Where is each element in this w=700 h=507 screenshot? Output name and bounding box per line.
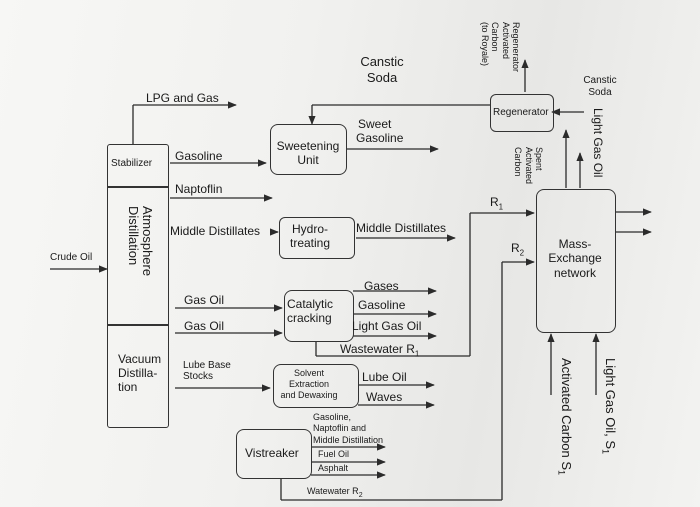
lube-oil-label: Lube Oil bbox=[362, 370, 407, 384]
light-gas-oil-s1-label: Light Gas Oil, S1 bbox=[600, 358, 618, 455]
caustic-soda-right-label: Canstic Soda bbox=[578, 75, 622, 98]
ac-s1-text: Activated Carbon S bbox=[559, 358, 574, 471]
solvent-line-2: Extraction bbox=[288, 378, 330, 389]
ww-r2-sub: 2 bbox=[358, 491, 363, 499]
vis-line-1: Gasoline, bbox=[313, 412, 352, 422]
lgo-s1-text: Light Gas Oil, S bbox=[603, 358, 618, 450]
vacuum-line-3: tion bbox=[118, 379, 138, 394]
cc-line-2: cracking bbox=[287, 310, 332, 325]
wastewater-r2-label: Watewater R2 bbox=[307, 486, 363, 499]
sweetening-unit-box bbox=[270, 124, 347, 175]
sweetening-unit-label: Sweetening Unit bbox=[272, 139, 344, 168]
regen-carbon-line-4: (to Royale) bbox=[479, 22, 490, 67]
regenerated-carbon-label: Regenerator Activated Carbon (to Royale) bbox=[480, 22, 521, 72]
catalytic-cracking-box bbox=[284, 290, 354, 342]
vis-line-3: Middle Distillation bbox=[313, 434, 384, 445]
fuel-oil-label: Fuel Oil bbox=[318, 449, 350, 459]
visbreaker-box bbox=[236, 429, 312, 479]
ww-r2-text: Watewater R bbox=[307, 486, 359, 496]
r2-label: R2 bbox=[511, 242, 524, 258]
activated-carbon-s1-label: Activated Carbon S1 bbox=[556, 358, 574, 476]
regen-carbon-line-1: Regenerator bbox=[511, 22, 521, 73]
caustic-top-line-1: Canstic bbox=[360, 54, 404, 69]
men-line-2: Exchange bbox=[548, 251, 602, 266]
caustic-top-line-2: Soda bbox=[366, 69, 398, 85]
light-gas-oil-cc-label: Light Gas Oil bbox=[352, 319, 422, 333]
naptoflin-label: Naptoflin bbox=[175, 182, 223, 196]
vacuum-distillation-label: Vacuum Distilla- tion bbox=[118, 352, 162, 394]
visbreaker-label: Vistreaker bbox=[245, 446, 299, 460]
lube-base-line-2: Stocks bbox=[183, 371, 214, 382]
hydro-line-2: treating bbox=[289, 235, 331, 250]
sweetening-line-2: Unit bbox=[297, 153, 319, 168]
vis-products-label: Gasoline, Naptoflin and Middle Distillat… bbox=[313, 412, 383, 446]
r1-text: R bbox=[490, 195, 499, 209]
gases-label: Gases bbox=[364, 279, 399, 293]
atmospheric-distillation-label: Atmosphere Distillation bbox=[125, 206, 155, 277]
stabilizer-label: Stabilizer bbox=[111, 158, 153, 169]
asphalt-label: Asphalt bbox=[318, 463, 349, 473]
catalytic-cracking-label: Catalytic cracking bbox=[287, 297, 334, 326]
cc-line-1: Catalytic bbox=[287, 297, 334, 311]
lgo-s1-sub: 1 bbox=[600, 449, 611, 455]
ww-r1-sub: 1 bbox=[414, 349, 420, 359]
ac-s1-sub: 1 bbox=[556, 470, 567, 476]
solvent-line-3: and Dewaxing bbox=[280, 389, 338, 400]
mass-exchange-network-label: Mass- Exchange network bbox=[540, 237, 610, 280]
sweet-gasoline-label: Sweet Gasoline bbox=[356, 117, 404, 146]
r1-sub: 1 bbox=[498, 202, 504, 212]
sweet-line-1: Sweet bbox=[358, 117, 392, 131]
mass-exchange-network-box bbox=[536, 189, 616, 333]
spent-line-3: Carbon bbox=[513, 147, 524, 177]
hydro-line-1: Hydro- bbox=[291, 222, 328, 236]
gas-oil-2-label: Gas Oil bbox=[184, 319, 225, 333]
spent-carbon-label: Spent Activated Carbon bbox=[513, 147, 544, 184]
hydrotreating-label: Hydro- treating bbox=[281, 222, 339, 251]
middle-distillates-out-label: Middle Distillates bbox=[356, 221, 447, 235]
regenerator-label: Regenerator bbox=[493, 107, 549, 118]
lube-base-line-1: Lube Base bbox=[183, 360, 231, 371]
ww-r1-text: Wastewater R bbox=[340, 342, 415, 356]
r1-label: R1 bbox=[490, 196, 503, 212]
crude-oil-label: Crude Oil bbox=[50, 252, 93, 263]
regen-carbon-line-3: Carbon bbox=[490, 22, 501, 52]
atmospheric-distillation-box bbox=[107, 186, 169, 326]
solvent-extraction-label: Solvent Extraction and Dewaxing bbox=[276, 368, 342, 400]
r2-sub: 2 bbox=[519, 248, 525, 258]
sweet-line-2: Gasoline bbox=[356, 130, 404, 145]
sweetening-line-1: Sweetening bbox=[276, 139, 340, 153]
men-line-1: Mass- bbox=[558, 237, 592, 251]
lube-base-stocks-label: Lube Base Stocks bbox=[183, 360, 231, 382]
gas-oil-1-label: Gas Oil bbox=[184, 293, 225, 307]
vis-line-2: Naptoflin and bbox=[313, 423, 367, 434]
caustic-right-line-1: Canstic bbox=[583, 75, 617, 86]
waves-label: Waves bbox=[366, 390, 403, 404]
hydrotreating-box bbox=[279, 217, 355, 259]
gasoline-label: Gasoline bbox=[175, 149, 223, 163]
stabilizer-box bbox=[107, 144, 169, 188]
spent-line-1: Spent bbox=[534, 147, 544, 171]
vacuum-line-1: Vacuum bbox=[118, 352, 162, 366]
vacuum-distillation-box bbox=[107, 324, 169, 428]
light-gas-oil-right-label: Light Gas Oil bbox=[591, 108, 605, 178]
solvent-line-1: Solvent bbox=[293, 368, 325, 378]
regenerator-box bbox=[490, 94, 554, 132]
vacuum-line-2: Distilla- bbox=[118, 365, 158, 380]
r2-text: R bbox=[511, 241, 520, 255]
middle-distillates-in-label: Middle Distillates bbox=[170, 224, 261, 238]
lpg-and-gas-label: LPG and Gas bbox=[146, 91, 219, 105]
regen-carbon-line-2: Activated bbox=[500, 22, 511, 60]
caustic-soda-top-label: Canstic Soda bbox=[356, 54, 408, 85]
solvent-extraction-box bbox=[273, 364, 359, 408]
spent-line-2: Activated bbox=[523, 147, 534, 185]
men-line-3: network bbox=[553, 265, 597, 280]
caustic-right-line-2: Soda bbox=[588, 86, 612, 98]
cc-gasoline-label: Gasoline bbox=[358, 298, 406, 312]
wastewater-r1-label: Wastewater R1 bbox=[340, 343, 419, 359]
